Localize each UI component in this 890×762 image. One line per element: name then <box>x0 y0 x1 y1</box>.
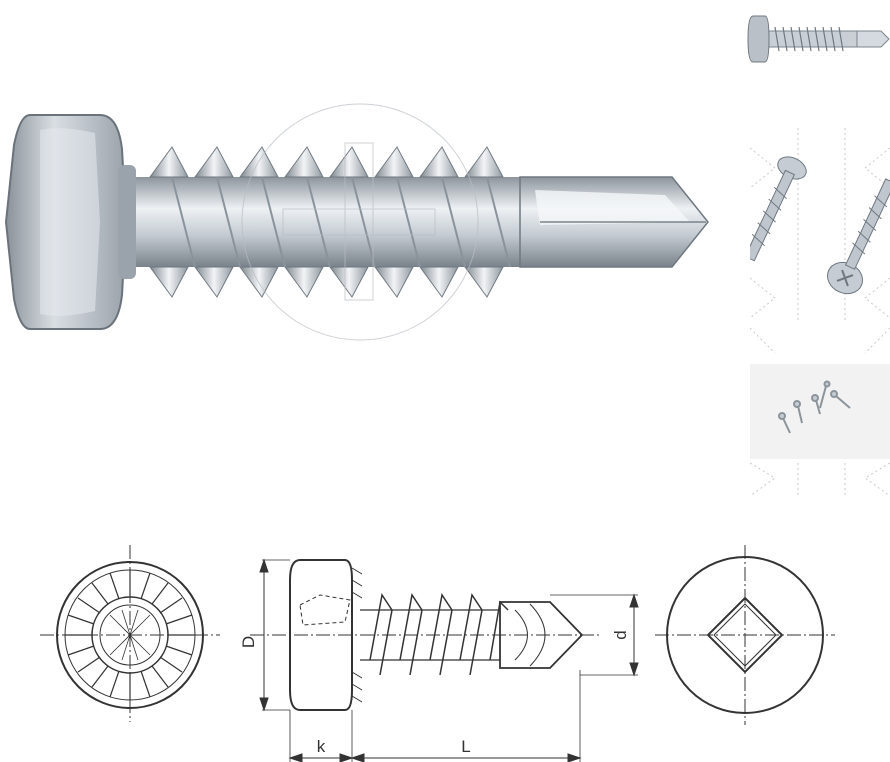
screw-group-thumbnail-icon <box>778 380 851 434</box>
thumbnail-screw-side-view[interactable] <box>745 8 890 70</box>
thumbnail-screw-group[interactable] <box>750 328 890 496</box>
length-label: L <box>461 737 470 756</box>
head-diameter-label: D <box>239 636 258 648</box>
pan-head-self-drilling-screw-icon <box>4 114 709 330</box>
screw-pair-thumbnail-icon <box>750 156 890 295</box>
serrated-head-top-view <box>40 545 220 722</box>
square-drive-head-view <box>655 545 835 725</box>
head-height-label: k <box>317 737 326 756</box>
thread-diameter-label: d <box>611 630 630 639</box>
main-screw-photo <box>4 103 709 341</box>
watermark-logo <box>241 103 479 341</box>
thumbnail-frame <box>750 328 890 496</box>
screw-side-view <box>250 558 639 762</box>
thumbnail-two-screws[interactable] <box>750 128 890 323</box>
screw-thumbnail-icon <box>747 15 890 63</box>
technical-drawing: D d k L <box>40 545 835 762</box>
thumbnail-frame <box>750 128 890 323</box>
